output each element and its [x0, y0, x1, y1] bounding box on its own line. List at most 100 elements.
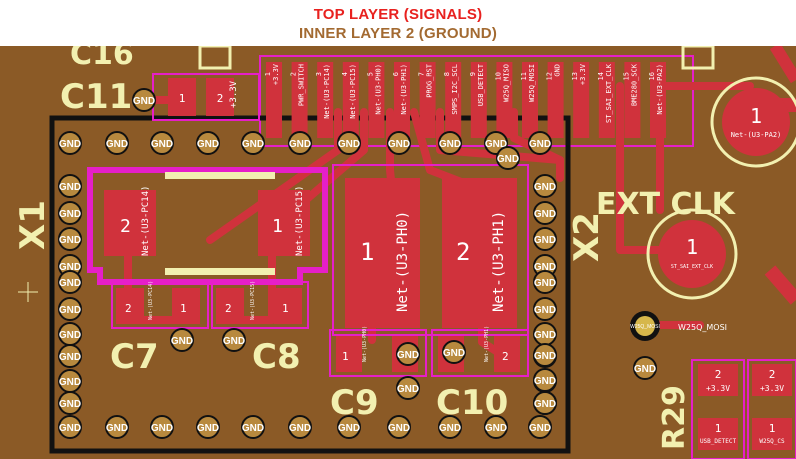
c7-pad-1-num: 1 — [180, 302, 187, 315]
gnd-via-label: GND — [534, 330, 556, 341]
gnd-via[interactable] — [438, 131, 462, 155]
c10-pad-2[interactable] — [494, 336, 520, 372]
gnd-via[interactable] — [58, 391, 82, 415]
gnd-via-label: GND — [197, 139, 219, 150]
gnd-via[interactable] — [58, 174, 82, 198]
header-pin-number: 6 — [392, 72, 400, 76]
gnd-via[interactable] — [150, 415, 174, 439]
gnd-via[interactable] — [533, 174, 557, 198]
c9-courtyard — [329, 329, 427, 377]
c8-pad-1[interactable] — [274, 288, 302, 324]
header-pin-16[interactable] — [650, 62, 666, 138]
gnd-via[interactable] — [442, 340, 466, 364]
gnd-via-label: GND — [151, 139, 173, 150]
tp-clk-num: 1 — [686, 235, 698, 259]
header-pin-7[interactable] — [419, 62, 436, 138]
gnd-via[interactable] — [150, 131, 174, 155]
gnd-via-label: GND — [534, 262, 556, 273]
gnd-via[interactable] — [288, 415, 312, 439]
gnd-via[interactable] — [533, 343, 557, 367]
gnd-via[interactable] — [58, 270, 82, 294]
c11-pad-1[interactable] — [168, 78, 196, 116]
header-pin-2[interactable] — [291, 62, 308, 138]
gnd-via[interactable] — [170, 328, 194, 352]
gnd-via[interactable] — [58, 415, 82, 439]
r-cs-pad-2-num: 2 — [769, 368, 776, 381]
r-cs-pad-2[interactable] — [752, 364, 792, 396]
header-outline-left — [198, 46, 232, 70]
gnd-via[interactable] — [288, 131, 312, 155]
c9-pad-1[interactable] — [336, 336, 362, 372]
tp-clk-pad[interactable] — [658, 220, 726, 288]
gnd-via[interactable] — [387, 415, 411, 439]
gnd-via[interactable] — [241, 131, 265, 155]
w25q-via[interactable] — [635, 316, 655, 336]
c7-pad-1[interactable] — [172, 288, 200, 324]
gnd-via[interactable] — [438, 415, 462, 439]
gnd-via[interactable] — [58, 131, 82, 155]
gnd-via[interactable] — [528, 415, 552, 439]
gnd-via-label: GND — [59, 139, 81, 150]
header-pin-8[interactable] — [445, 62, 462, 138]
header-pin-net: +3.3V — [272, 63, 280, 85]
gnd-via[interactable] — [105, 415, 129, 439]
gnd-via[interactable] — [196, 415, 220, 439]
gnd-via[interactable] — [222, 328, 246, 352]
gnd-via[interactable] — [533, 201, 557, 225]
c8-pad-1-num: 1 — [282, 302, 289, 315]
header-pin-6[interactable] — [394, 62, 410, 138]
c7-pad-2[interactable] — [116, 288, 144, 324]
header-pin-10[interactable] — [496, 62, 513, 138]
header-pin-11[interactable] — [522, 62, 538, 138]
gnd-via[interactable] — [132, 88, 156, 112]
header-pin-12[interactable] — [547, 62, 564, 138]
header-pin-1[interactable] — [266, 62, 282, 138]
gnd-via[interactable] — [533, 227, 557, 251]
gnd-via[interactable] — [496, 146, 520, 170]
gnd-via[interactable] — [58, 201, 82, 225]
header-pin-13[interactable] — [573, 62, 590, 138]
header-pin-15[interactable] — [624, 62, 641, 138]
x2-pad-1[interactable] — [345, 178, 420, 328]
gnd-via[interactable] — [396, 342, 420, 366]
header-pin-3[interactable] — [317, 62, 334, 138]
r-cs-pad-1[interactable] — [752, 418, 792, 450]
x2-pad-2[interactable] — [442, 178, 517, 328]
tp-pa2-num: 1 — [750, 104, 762, 128]
x1-pad-1[interactable] — [258, 190, 310, 256]
gnd-via[interactable] — [633, 356, 657, 380]
gnd-via[interactable] — [337, 415, 361, 439]
header-pin-9[interactable] — [470, 62, 487, 138]
gnd-via[interactable] — [58, 297, 82, 321]
refdes-r29: R29 — [657, 385, 692, 450]
gnd-via[interactable] — [58, 344, 82, 368]
c11-pad-2[interactable] — [206, 78, 234, 116]
gnd-via-label: GND — [59, 423, 81, 434]
gnd-via[interactable] — [396, 376, 420, 400]
header-pin-4[interactable] — [342, 62, 359, 138]
tp-pa2-pad[interactable] — [722, 88, 790, 156]
gnd-via[interactable] — [387, 131, 411, 155]
gnd-via[interactable] — [528, 131, 552, 155]
x1-pad-2[interactable] — [104, 190, 156, 256]
header-pin-number: 7 — [418, 72, 426, 76]
gnd-via-label: GND — [59, 262, 81, 273]
gnd-via[interactable] — [484, 415, 508, 439]
gnd-via[interactable] — [58, 227, 82, 251]
gnd-via[interactable] — [533, 270, 557, 294]
gnd-via[interactable] — [196, 131, 220, 155]
gnd-via-label: GND — [59, 399, 81, 410]
c8-pad-2[interactable] — [216, 288, 244, 324]
refdes-x1: X1 — [13, 200, 53, 250]
header-pin-14[interactable] — [598, 62, 615, 138]
r-usb-pad-2[interactable] — [698, 364, 738, 396]
gnd-via[interactable] — [533, 297, 557, 321]
header-pin-5[interactable] — [368, 62, 385, 138]
gnd-via[interactable] — [105, 131, 129, 155]
gnd-via[interactable] — [241, 415, 265, 439]
gnd-via-label: GND — [497, 154, 519, 165]
gnd-via[interactable] — [533, 391, 557, 415]
gnd-via[interactable] — [337, 131, 361, 155]
r-usb-pad-1[interactable] — [698, 418, 738, 450]
